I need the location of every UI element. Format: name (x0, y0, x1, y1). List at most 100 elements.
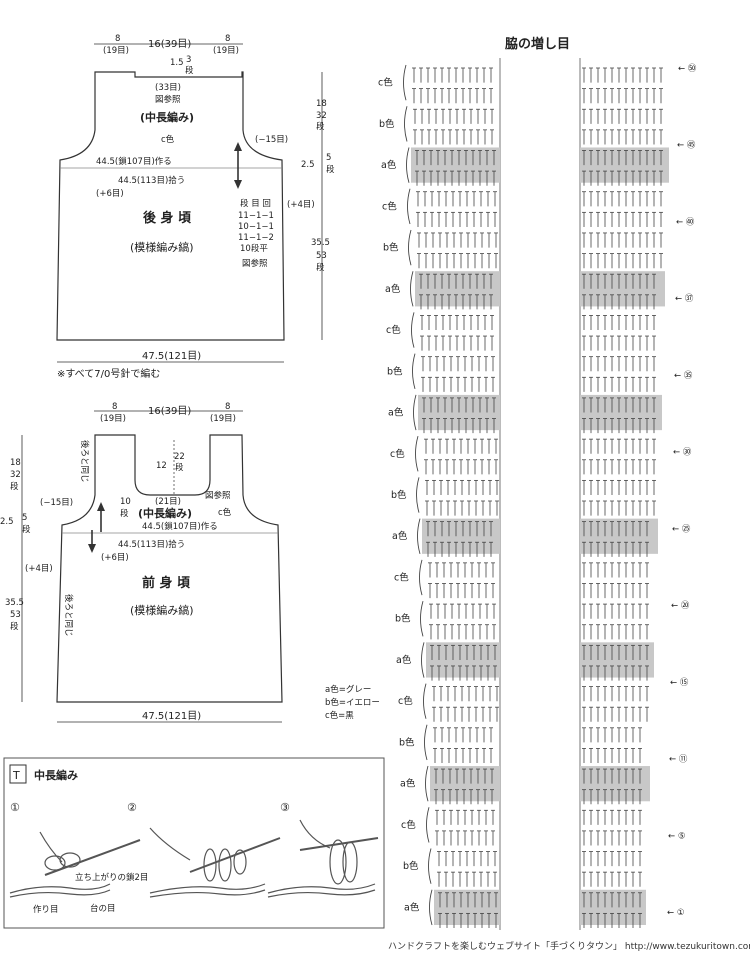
front-dec: (−15目) (40, 498, 73, 508)
back-outline (56, 71, 285, 341)
chart-row-marker: ← ① (667, 908, 684, 918)
hdc-step-1: ① (10, 801, 20, 814)
chart-row-marker: ← ㊲ (675, 294, 694, 304)
front-h-bot: 35.5 (5, 598, 24, 608)
front-same-side: 後ろと同じ (63, 594, 74, 637)
hdc-step-2: ② (127, 801, 137, 814)
back-bottom-width: 47.5(121目) (142, 351, 201, 362)
chart-row-marker: ← ㊿ (678, 64, 697, 74)
back-pattern: (模様編み縞) (130, 240, 194, 254)
back-h-mid: 2.5 (301, 160, 315, 170)
chart-row-marker: ← ㉟ (674, 371, 693, 381)
front-width-mid: 16(39目) (148, 406, 191, 417)
chart-row-marker: ← ㊺ (677, 141, 696, 151)
back-shaping-r2: 10−1−1 (238, 222, 274, 232)
chart-row-label: a色 (385, 283, 401, 295)
hdc-label-chain: 作り目 (33, 904, 59, 915)
front-width-right: 8 (225, 402, 230, 412)
legend-c: c色=黒 (325, 710, 354, 721)
front-h-top: 18 (10, 458, 21, 468)
hdc-illus-2 (149, 827, 281, 898)
chart-row-label: a色 (400, 778, 416, 790)
chart-row-label: c色 (386, 324, 401, 336)
chart-row-label: c色 (378, 77, 393, 89)
chart-row-label: b色 (403, 860, 419, 872)
back-h-bot-rows: 53 (316, 251, 327, 261)
front-neck-ref: 図参照 (205, 490, 231, 501)
chart-row-marker: ← ⑪ (669, 755, 688, 765)
chart-row-marker: ← ⑮ (670, 678, 689, 688)
back-h-mid-unit: 段 (326, 164, 335, 175)
front-width-left: 8 (112, 402, 117, 412)
chart-row-label: a色 (381, 159, 397, 171)
back-h-top-unit: 段 (316, 121, 325, 132)
front-title: 前 身 頃 (142, 575, 191, 591)
back-inc-left: (+6目) (96, 189, 124, 199)
front-color: c色 (218, 507, 232, 518)
back-pick-row: 44.5(113目)拾う (118, 175, 185, 186)
chart-row-label: c色 (394, 571, 409, 583)
chart-row-label: c色 (382, 200, 397, 212)
chart-row-label: c色 (401, 819, 416, 831)
back-shaping-r4: 10段平 (240, 243, 268, 254)
back-chain-row: 44.5(鎖107目)作る (96, 156, 172, 167)
chart-row-label: b色 (395, 613, 411, 625)
needle-note: ※すべて7/0号針で編む (57, 367, 160, 380)
side-increase-chart: 脇の増し目 c色b色a色c色b色a色c色b色a色c色b色a色c色b色a色c色b色… (378, 36, 697, 930)
back-h-bot: 35.5 (311, 238, 330, 248)
chart-row-marker: ← ⑤ (668, 831, 685, 841)
chart-title: 脇の増し目 (505, 36, 570, 52)
hdc-illus-3 (267, 819, 379, 898)
front-stitch: (中長編み) (138, 506, 192, 520)
back-neck-depth: 1.5 (170, 58, 184, 68)
front-inc-left: (+6目) (101, 553, 129, 563)
back-neck-ref: 図参照 (155, 94, 181, 105)
hdc-symbol: T (12, 769, 20, 782)
footer-text: ハンドクラフトを楽しむウェブサイト「手づくりタウン」 http://www.te… (388, 942, 750, 952)
front-h-mid: 2.5 (0, 517, 14, 527)
front-h-mid-unit: 段 (22, 524, 31, 535)
front-width-left-sts: (19目) (100, 414, 126, 424)
chart-row-label: a色 (392, 530, 408, 542)
front-h-top-unit: 段 (10, 481, 19, 492)
back-h-top: 18 (316, 99, 327, 109)
front-h-bot-rows: 53 (10, 610, 21, 620)
chart-row-label: b色 (399, 736, 415, 748)
chart-row-marker: ← ㉕ (672, 524, 691, 534)
hdc-step-3: ③ (280, 801, 290, 814)
chart-body: c色b色a色c色b色a色c色b色a色c色b色a色c色b色a色c色b色a色c色b色… (378, 58, 697, 930)
hdc-instruction-box: T 中長編み ① ② ③ 立ち上がりの鎖2目 作り目 台の目 (3, 757, 385, 929)
back-color: c色 (161, 134, 175, 145)
back-width-left-sts: (19目) (103, 46, 129, 56)
front-neck-rows: 22 (174, 452, 185, 462)
back-h-bot-unit: 段 (316, 262, 325, 273)
front-outline (56, 434, 283, 703)
back-width-mid: 16(39目) (148, 39, 191, 50)
chart-row-marker: ← ㊵ (676, 217, 695, 227)
back-h-top-rows: 32 (316, 111, 327, 121)
back-body-diagram: 8 (19目) 16(39目) 8 (19目) 1.5 3 段 (33目) 図参… (56, 34, 335, 380)
back-neck-depth-unit: 段 (185, 65, 194, 76)
hdc-title: 中長編み (34, 768, 78, 782)
front-neck-unit: 段 (175, 462, 184, 473)
hdc-label-turn: 立ち上がりの鎖2目 (75, 872, 148, 883)
legend-a: a色=グレー (325, 684, 371, 695)
front-pattern: (模様編み縞) (130, 603, 194, 617)
chart-row-label: a色 (396, 654, 412, 666)
chart-row-marker: ← ⑳ (671, 601, 690, 611)
front-chain-row: 44.5(鎖107目)作る (142, 521, 218, 532)
back-stitch: (中長編み) (140, 110, 194, 124)
front-neck-depth: 12 (156, 461, 167, 471)
hdc-label-base: 台の目 (90, 903, 116, 914)
front-h-small-rows: 段 (120, 508, 129, 519)
front-h-small: 10 (120, 497, 131, 507)
chart-row-label: b色 (391, 489, 407, 501)
back-title: 後 身 頃 (143, 210, 192, 226)
back-shaping-ref: 図参照 (242, 258, 268, 269)
front-body-diagram: 8 (19目) 16(39目) 8 (19目) 後ろと同じ 12 22 段 (−… (0, 402, 283, 723)
front-width-right-sts: (19目) (210, 414, 236, 424)
front-h-top-rows: 32 (10, 470, 21, 480)
chart-row-label: c色 (390, 448, 405, 460)
front-inc-side: (+4目) (25, 564, 53, 574)
